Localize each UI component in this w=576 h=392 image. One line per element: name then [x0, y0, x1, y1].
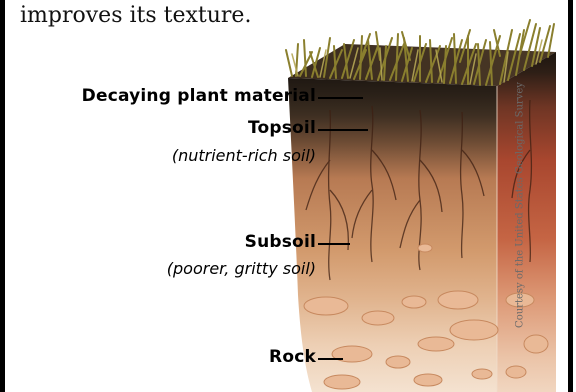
usgs-credit: Courtesy of the United States Geological… — [515, 40, 526, 370]
leader-topsoil — [318, 129, 368, 131]
label-topsoil-note: (nutrient-rich soil) — [172, 146, 316, 165]
label-rock: Rock — [269, 347, 316, 367]
leader-rock — [318, 358, 343, 360]
label-subsoil: Subsoil — [245, 232, 316, 252]
label-decaying-plant-material: Decaying plant material — [82, 86, 316, 106]
leader-decaying — [318, 97, 363, 99]
leader-subsoil — [318, 243, 350, 245]
label-topsoil: Topsoil — [248, 118, 316, 138]
block-front-face — [288, 78, 497, 392]
label-subsoil-note: (poorer, gritty soil) — [167, 259, 316, 278]
